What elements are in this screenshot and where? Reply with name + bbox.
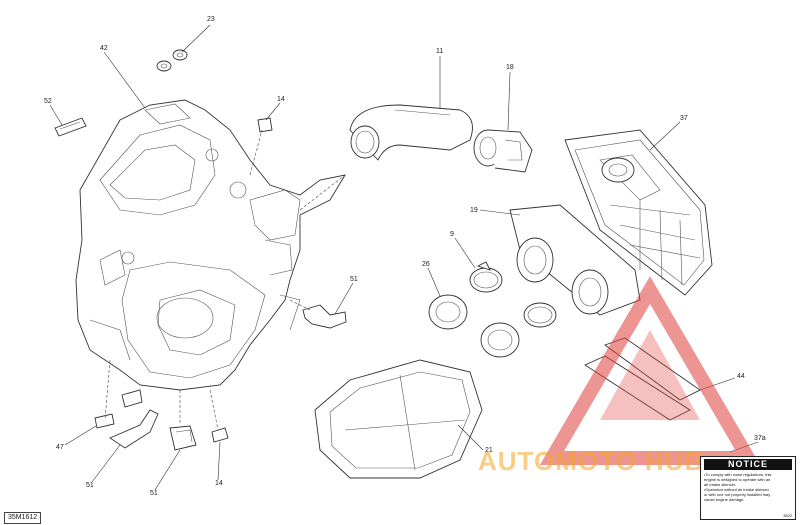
callout-37: 37 [680,115,688,122]
callout-23: 23 [207,16,215,23]
notice-line: engine is designed to operate with an [704,477,771,482]
bracket-clip-set [94,389,143,429]
callout-51-bottom: 51 [150,490,158,497]
callout-47: 47 [56,444,64,451]
filter-frame [314,359,483,479]
intake-elbow-boot [349,104,473,161]
notice-line: •To comply with noise regulations, this [704,472,772,477]
callout-14-bottom: 14 [215,480,223,487]
clip-top [257,117,273,133]
notice-line: cause engine damage. [704,497,745,502]
callout-19: 19 [470,207,478,214]
hose-clamp-upper [469,261,503,293]
callout-44: 44 [737,373,745,380]
support-bracket-lower-left [109,409,159,449]
air-intake-housing [75,99,346,391]
notice-line: or with one not properly installed may [704,492,771,497]
notice-code: 3522 [783,513,792,518]
callout-21: 21 [485,447,493,454]
throttle-adapter [473,129,533,173]
support-bracket-mid [302,304,347,329]
callout-42: 42 [100,45,108,52]
callout-14-top: 14 [277,96,285,103]
callout-18: 18 [506,64,514,71]
callout-26: 26 [422,261,430,268]
notice-title: NOTICE [704,459,792,470]
diagram-reference-code: 35M1612 [4,512,42,524]
callout-37a: 37a [754,435,766,442]
mounting-plate [509,204,641,316]
assembly-lines [104,129,346,431]
grommet-pair [156,49,188,72]
label-sticker [54,117,87,137]
callout-51-mid: 51 [350,276,358,283]
notice-line: air intake silencer. [704,482,737,487]
callout-52: 52 [44,98,52,105]
intake-sleeve-left [428,294,468,330]
callout-leaders [49,24,759,491]
clip-bottom [211,427,229,443]
callout-11: 11 [436,48,443,55]
notice-line: •Operation without air intake silencer [704,487,769,492]
callout-9: 9 [450,231,454,238]
intake-sleeve-right [480,322,520,358]
air-box-cover [564,129,713,296]
notice-label: NOTICE •To comply with noise regulations… [700,456,796,520]
watermark-triangle-logo [539,276,761,465]
callout-51-left: 51 [86,482,94,489]
hose-clamp-lower [523,302,557,328]
watermark-text: AUTOMOTO HUB [478,446,705,476]
rubber-mount [169,425,197,451]
